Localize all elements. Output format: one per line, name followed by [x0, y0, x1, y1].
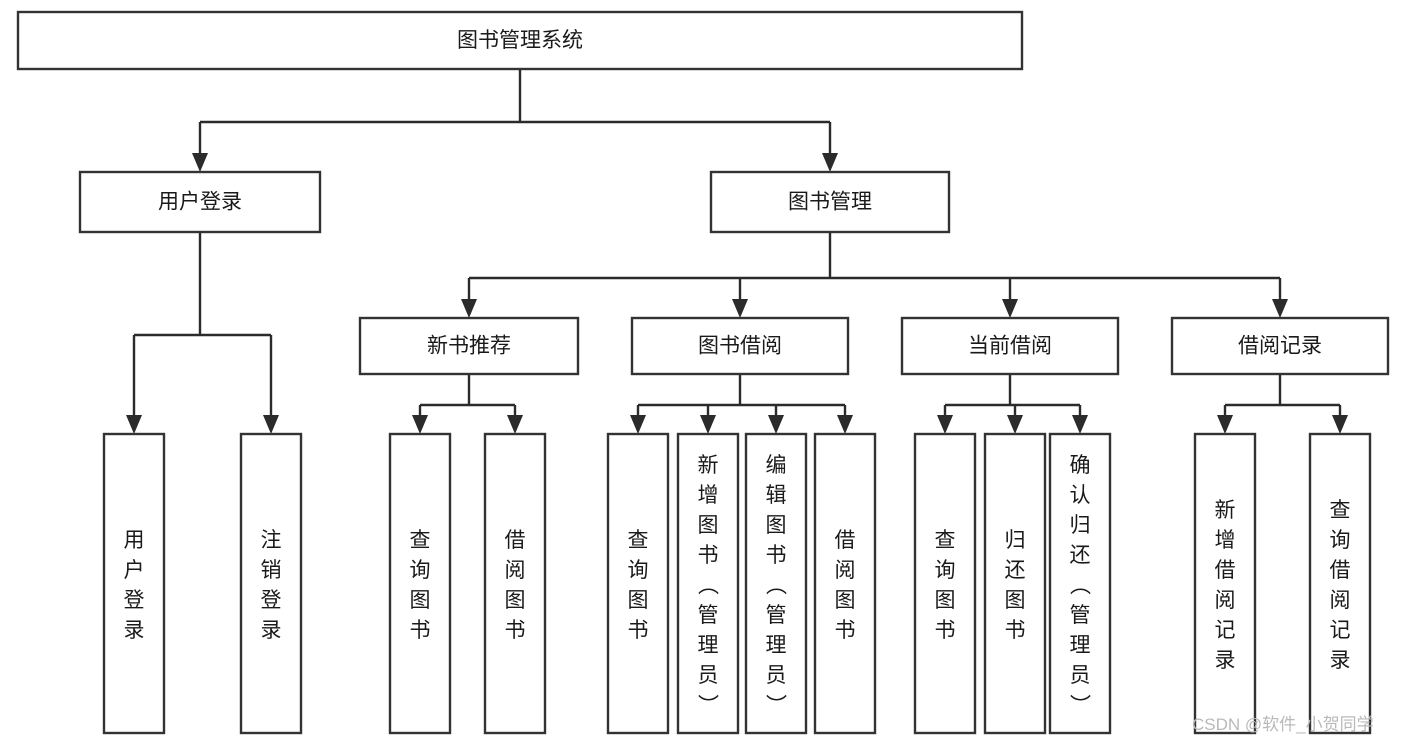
node-leaf_rec_add[interactable]: 新增借阅记录 — [1193, 432, 1257, 735]
node-borrow_record[interactable]: 借阅记录 — [1170, 316, 1390, 376]
node-leaf_rec_query-box — [388, 432, 452, 735]
borrow-record-to-leaf-0-arrowhead — [1217, 415, 1233, 434]
node-leaf_cur_query-box — [913, 432, 977, 735]
node-new_book_rec-label: 新书推荐 — [427, 335, 511, 358]
node-leaf_user_login-label: 用户登录 — [124, 529, 145, 642]
node-leaf_borrow_add[interactable]: 新增图书（管理员） — [676, 432, 740, 735]
node-leaf_rec_add-label: 新增借阅记录 — [1215, 499, 1236, 672]
node-leaf_user_login[interactable]: 用户登录 — [102, 432, 166, 735]
node-leaf_rec_query[interactable]: 查询图书 — [388, 432, 452, 735]
node-leaf_cur_query-label: 查询图书 — [935, 529, 956, 642]
node-leaf_borrow_edit-box — [744, 432, 808, 735]
node-leaf_borrow_take-label: 借阅图书 — [835, 529, 856, 642]
new-book-rec-to-leaf-1-arrowhead — [507, 415, 523, 434]
node-leaf_borrow_edit-label: 编辑图书（管理员） — [766, 454, 788, 717]
book-borrow-to-leaf-0-arrowhead — [630, 415, 646, 434]
node-borrow_record-label: 借阅记录 — [1238, 335, 1322, 358]
node-leaf_borrow_edit[interactable]: 编辑图书（管理员） — [744, 432, 808, 735]
node-leaf_cur_confirm-box — [1048, 432, 1112, 735]
node-leaf_user_logout[interactable]: 注销登录 — [239, 432, 303, 735]
node-leaf_rec_add-box — [1193, 432, 1257, 735]
user-login-to-leaf-0-arrowhead — [126, 415, 142, 434]
node-book_manage-label: 图书管理 — [788, 191, 872, 214]
node-user_login-label: 用户登录 — [158, 191, 242, 214]
node-current_borrow-box — [900, 316, 1120, 376]
node-book_manage-box — [709, 170, 951, 234]
node-new_book_rec-box — [358, 316, 580, 376]
node-leaf_user_logout-label: 注销登录 — [261, 529, 282, 642]
new-book-rec-to-leaf-0-arrowhead — [412, 415, 428, 434]
book-borrow-to-leaf-2-arrowhead — [768, 415, 784, 434]
node-leaf_borrow_query-label: 查询图书 — [628, 529, 649, 642]
node-leaf_cur_confirm-label: 确认归还（管理员） — [1070, 454, 1092, 717]
node-leaf_rec_borrow[interactable]: 借阅图书 — [483, 432, 547, 735]
node-user_login-box — [78, 170, 322, 234]
node-new_book_rec[interactable]: 新书推荐 — [358, 316, 580, 376]
node-leaf_rec_search[interactable]: 查询借阅记录 — [1308, 432, 1372, 735]
book-manage-to-child-0-arrowhead — [461, 299, 477, 318]
root-to-book-manage-arrowhead — [822, 153, 838, 172]
node-leaf_rec_search-box — [1308, 432, 1372, 735]
current-borrow-to-leaf-1-arrowhead — [1007, 415, 1023, 434]
node-leaf_borrow_take-box — [813, 432, 877, 735]
node-leaf_borrow_query-box — [606, 432, 670, 735]
node-leaf_rec_borrow-box — [483, 432, 547, 735]
current-borrow-to-leaf-0-arrowhead — [937, 415, 953, 434]
node-leaf_borrow_add-box — [676, 432, 740, 735]
node-leaf_borrow_take[interactable]: 借阅图书 — [813, 432, 877, 735]
nodes-layer: 图书管理系统用户登录图书管理新书推荐图书借阅当前借阅借阅记录用户登录注销登录查询… — [16, 10, 1390, 735]
node-current_borrow[interactable]: 当前借阅 — [900, 316, 1120, 376]
node-book_borrow[interactable]: 图书借阅 — [630, 316, 850, 376]
borrow-record-to-leaf-1-arrowhead — [1332, 415, 1348, 434]
node-leaf_user_logout-box — [239, 432, 303, 735]
node-current_borrow-label: 当前借阅 — [968, 335, 1052, 358]
book-manage-to-child-2-arrowhead — [1002, 299, 1018, 318]
node-book_borrow-label: 图书借阅 — [698, 335, 782, 358]
node-user_login[interactable]: 用户登录 — [78, 170, 322, 234]
node-leaf_cur_return-label: 归还图书 — [1005, 529, 1026, 642]
node-leaf_borrow_add-label: 新增图书（管理员） — [698, 454, 720, 717]
node-leaf_cur_confirm[interactable]: 确认归还（管理员） — [1048, 432, 1112, 735]
user-login-to-leaf-1-arrowhead — [263, 415, 279, 434]
node-root-book-management-system[interactable]: 图书管理系统 — [16, 10, 1024, 71]
book-manage-to-child-1-arrowhead — [732, 299, 748, 318]
node-leaf_cur_query[interactable]: 查询图书 — [913, 432, 977, 735]
node-root-book-management-system-box — [16, 10, 1024, 71]
node-root-book-management-system-label: 图书管理系统 — [457, 29, 583, 52]
csdn-watermark: CSDN @软件_小贺同学 — [1192, 715, 1374, 734]
node-leaf_rec_query-label: 查询图书 — [410, 529, 431, 642]
book-borrow-to-leaf-1-arrowhead — [700, 415, 716, 434]
book-manage-to-child-3-arrowhead — [1272, 299, 1288, 318]
node-leaf_cur_return-box — [983, 432, 1047, 735]
book-borrow-to-leaf-3-arrowhead — [837, 415, 853, 434]
node-borrow_record-box — [1170, 316, 1390, 376]
node-leaf_user_login-box — [102, 432, 166, 735]
node-leaf_borrow_query[interactable]: 查询图书 — [606, 432, 670, 735]
root-to-user-login-arrowhead — [192, 153, 208, 172]
node-book_borrow-box — [630, 316, 850, 376]
node-leaf_rec_borrow-label: 借阅图书 — [505, 529, 526, 642]
current-borrow-to-leaf-2-arrowhead — [1072, 415, 1088, 434]
node-leaf_rec_search-label: 查询借阅记录 — [1330, 499, 1351, 672]
connectors-layer — [126, 69, 1348, 434]
node-leaf_cur_return[interactable]: 归还图书 — [983, 432, 1047, 735]
node-book_manage[interactable]: 图书管理 — [709, 170, 951, 234]
